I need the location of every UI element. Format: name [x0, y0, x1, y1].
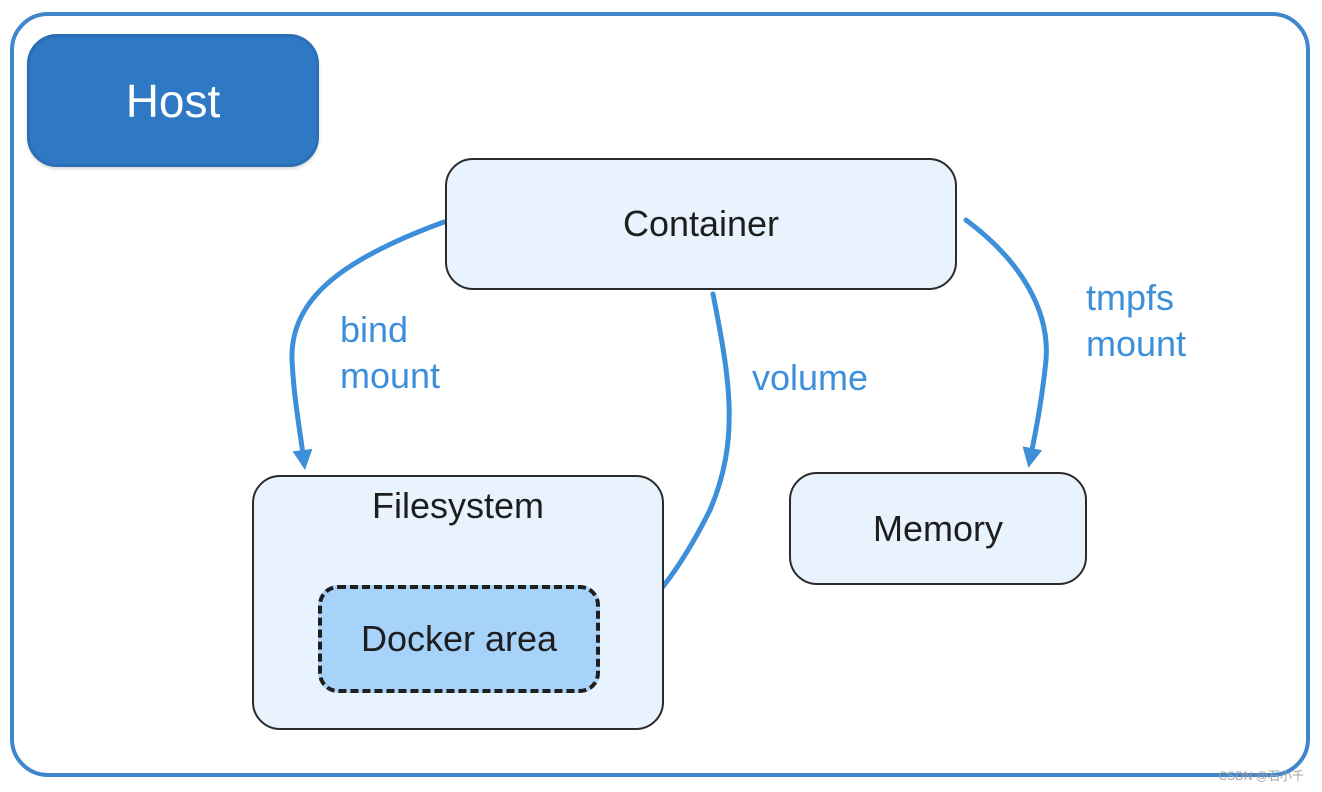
memory-node: Memory — [789, 472, 1087, 585]
container-label: Container — [622, 203, 780, 244]
watermark: CSDN @石小千 — [1218, 769, 1304, 783]
bind-mount-label-line2: mount — [340, 355, 441, 396]
filesystem-label: Filesystem — [371, 485, 545, 526]
container-node: Container — [445, 158, 957, 290]
docker-area-label: Docker area — [360, 618, 558, 659]
host-label: Host — [125, 74, 221, 127]
host-frame — [10, 12, 1310, 777]
bind-mount-arrow — [289, 219, 447, 470]
bind-mount-label: bind mount — [340, 307, 440, 399]
bind-mount-label-line1: bind — [340, 309, 409, 350]
tmpfs-mount-label: tmpfs mount — [1086, 275, 1186, 367]
memory-label: Memory — [872, 507, 1003, 549]
volume-label-line1: volume — [752, 357, 869, 398]
tmpfs-mount-label-line2: mount — [1086, 323, 1187, 364]
tmpfs-mount-arrow — [963, 217, 1049, 468]
volume-label: volume — [752, 355, 868, 401]
docker-area-node: Docker area — [318, 585, 600, 693]
host-badge: Host — [27, 34, 319, 167]
tmpfs-mount-label-line1: tmpfs — [1086, 277, 1175, 318]
